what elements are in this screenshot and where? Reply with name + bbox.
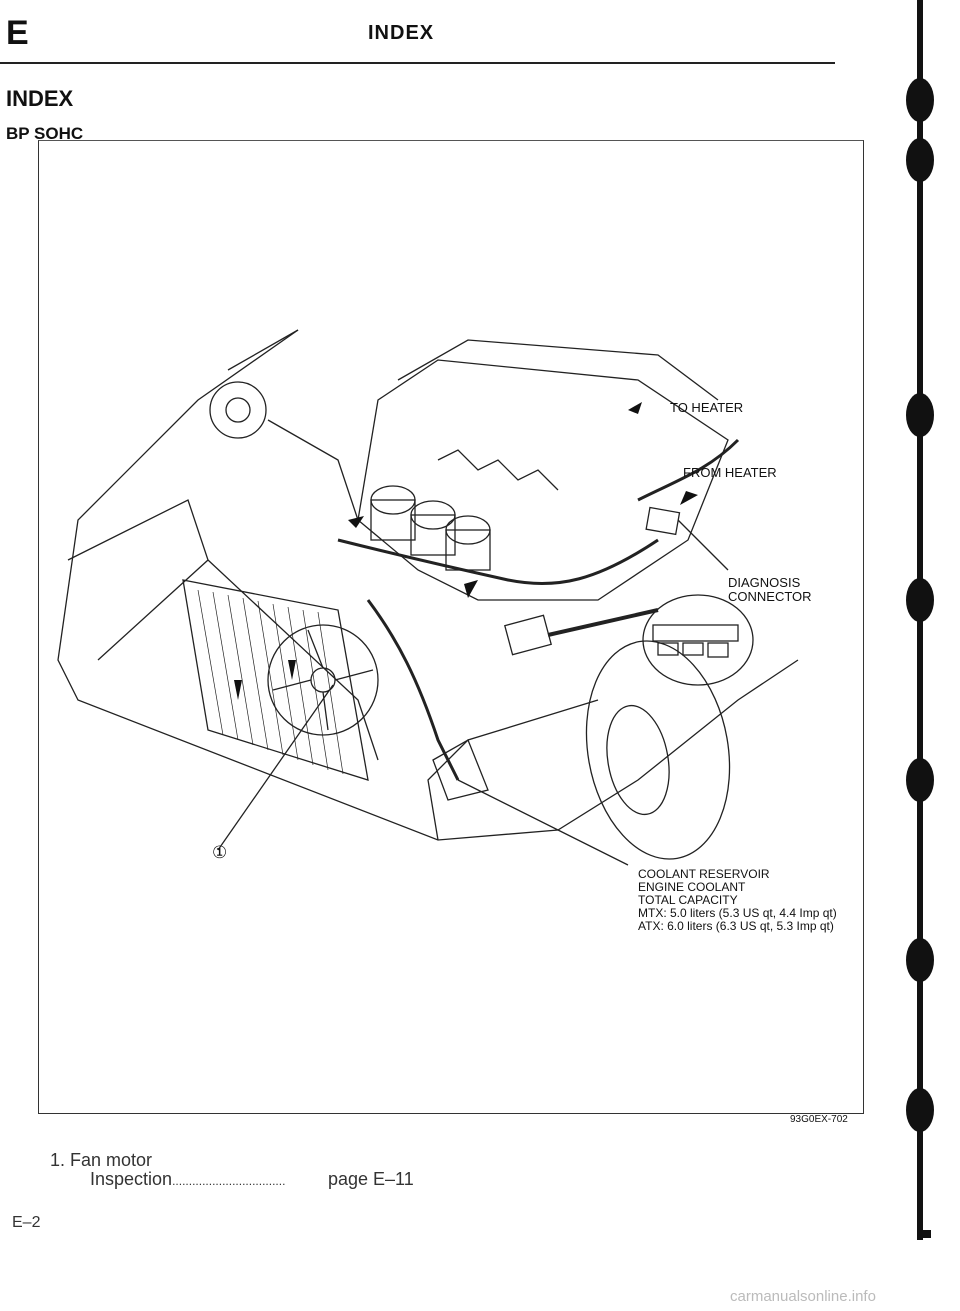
page-number: E–2 xyxy=(12,1214,41,1231)
cooling-system-diagram xyxy=(57,329,799,866)
label-connector: CONNECTOR xyxy=(728,589,812,604)
diagram-frame xyxy=(38,140,864,1114)
binding-edge xyxy=(906,0,934,1240)
caption-line: MTX: 5.0 liters (5.3 US qt, 4.4 Imp qt) xyxy=(638,906,837,920)
label-diagnosis: DIAGNOSIS xyxy=(728,575,801,590)
legend-sub: Inspection..............................… xyxy=(90,1169,285,1190)
legend-sub-label: Inspection xyxy=(90,1169,173,1189)
caption-line: TOTAL CAPACITY xyxy=(638,893,738,907)
legend-dots: .................................. xyxy=(172,1174,286,1188)
sub-heading: BP SOHC xyxy=(6,124,84,143)
callout-1: ① xyxy=(212,843,228,862)
legend-item: 1. Fan motor xyxy=(50,1150,153,1170)
figure-code: 93G0EX-702 xyxy=(790,1114,848,1125)
caption-line: ATX: 6.0 liters (6.3 US qt, 5.3 Imp qt) xyxy=(638,919,834,933)
label-from-heater: FROM HEATER xyxy=(683,465,777,480)
legend-page-ref: page E–11 xyxy=(328,1169,414,1189)
section-letter: E xyxy=(6,14,29,52)
page-heading: INDEX xyxy=(6,86,74,111)
label-to-heater: TO HEATER xyxy=(670,400,744,415)
caption-line: ENGINE COOLANT xyxy=(638,880,746,894)
watermark: carmanualsonline.info xyxy=(730,1288,876,1305)
header-title: INDEX xyxy=(368,22,435,44)
caption-line: COOLANT RESERVOIR xyxy=(638,867,770,881)
header-rule xyxy=(0,62,835,64)
